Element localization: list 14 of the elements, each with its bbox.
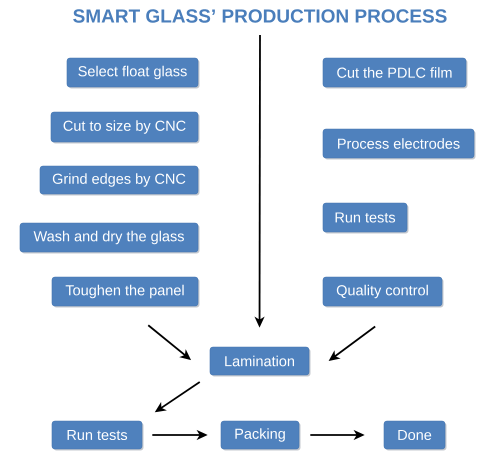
process-box: Quality control bbox=[322, 276, 444, 308]
process-box: Run tests bbox=[322, 202, 408, 234]
process-box: Toughen the panel bbox=[52, 276, 200, 308]
process-box: Done bbox=[384, 420, 446, 450]
process-box: Wash and dry the glass bbox=[20, 222, 200, 254]
process-box: Cut the PDLC film bbox=[322, 58, 468, 88]
title: SMART GLASS’ PRODUCTION PROCESS bbox=[73, 9, 447, 23]
process-box: Packing bbox=[220, 420, 300, 450]
process-box: Cut to size by CNC bbox=[50, 112, 200, 144]
process-box: Lamination bbox=[210, 346, 310, 376]
process-box: Grind edges by CNC bbox=[40, 166, 200, 196]
process-box: Run tests bbox=[52, 420, 144, 450]
process-box: Process electrodes bbox=[322, 128, 476, 160]
process-box: Select float glass bbox=[66, 58, 200, 88]
